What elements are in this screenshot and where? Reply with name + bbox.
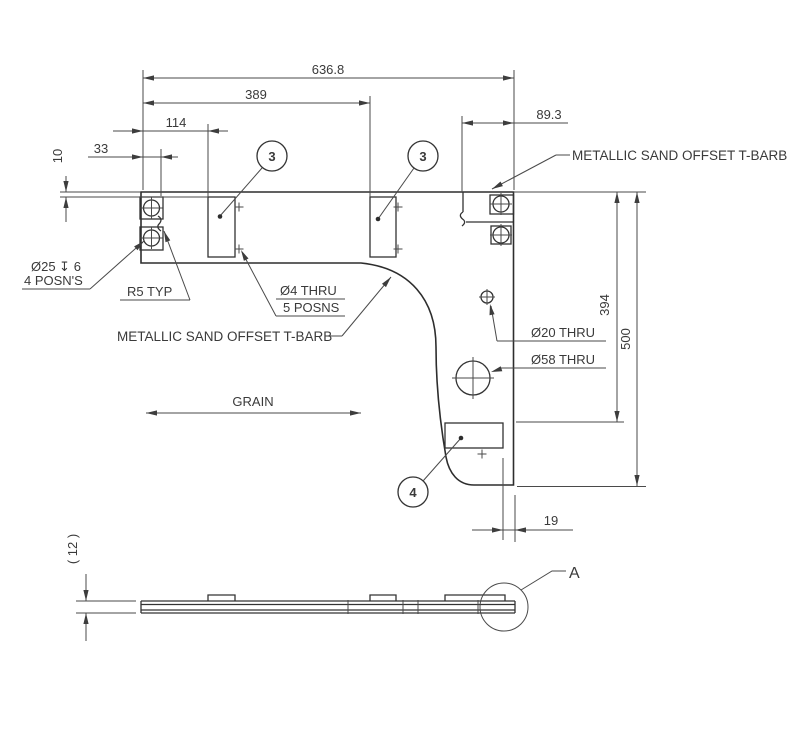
dim-text-12: ( 12 ) [65, 534, 80, 564]
pad-item3-left [207, 196, 236, 258]
main-view: 636.8 389 114 33 [22, 62, 787, 542]
balloon-4-number: 4 [409, 485, 417, 500]
plate-edge-profile [140, 594, 516, 614]
dim-text-89-3: 89.3 [536, 107, 561, 122]
dim-pad-height: 394 [516, 192, 624, 423]
detail-a-circle [479, 582, 529, 632]
tbarb-left-label: METALLIC SAND OFFSET T-BARB [117, 329, 332, 344]
callout-tbarb-left: METALLIC SAND OFFSET T-BARB [117, 276, 392, 344]
callout-tbarb-right: METALLIC SAND OFFSET T-BARB [491, 148, 787, 190]
grain-direction-arrow: GRAIN [146, 394, 361, 416]
dim-text-394: 394 [597, 294, 612, 316]
pad-bump-right [444, 594, 506, 601]
pad-item4-bottom [444, 422, 504, 449]
balloon-item3-left: 3 [217, 140, 288, 219]
hole-58-text: Ø58 THRU [531, 352, 595, 367]
balloon-item4: 4 [397, 435, 464, 508]
dim-bottom-pad-offset: 19 [472, 458, 573, 542]
dim-text-389: 389 [245, 87, 267, 102]
dim-right-flange-width: 89.3 [461, 107, 568, 192]
pad-item3-right [369, 196, 397, 258]
dim-text-10: 10 [50, 149, 65, 163]
balloon-3-right-number: 3 [419, 149, 426, 164]
dim-barb-vertical-offset: 10 [50, 149, 208, 222]
dim-thickness: ( 12 ) [65, 534, 136, 641]
part-outline [140, 191, 515, 486]
counterbore-positions-text: 4 POSN'S [24, 273, 83, 288]
pad-bump-left [207, 594, 236, 601]
dim-overall-height: 500 [513, 191, 646, 487]
pad-bump-middle [369, 594, 397, 601]
dim-text-19: 19 [544, 513, 558, 528]
corner-radius-text: R5 TYP [127, 284, 172, 299]
callout-hole-58: Ø58 THRU [491, 352, 606, 372]
side-view: ( 12 ) A [65, 534, 580, 641]
hole-center-marks [234, 202, 487, 459]
tbarb-right-label: METALLIC SAND OFFSET T-BARB [572, 148, 787, 163]
detail-a-label: A [569, 565, 580, 582]
hole-20-text: Ø20 THRU [531, 325, 595, 340]
balloon-item3-right: 3 [375, 140, 439, 222]
dim-barb-offset: 33 [88, 141, 178, 196]
grain-label: GRAIN [232, 394, 273, 409]
dim-upper-width: 389 [143, 87, 371, 197]
dim-text-33: 33 [94, 141, 108, 156]
callout-hole-20: Ø20 THRU [489, 304, 606, 342]
dim-text-500: 500 [618, 328, 633, 350]
callout-small-holes: Ø4 THRU 5 POSNS [241, 250, 345, 317]
callout-counterbore: Ø25 ↧ 6 4 POSN'S [22, 240, 145, 290]
dim-overall-width: 636.8 [142, 62, 515, 190]
balloon-3-left-number: 3 [268, 149, 275, 164]
hole-58 [452, 357, 494, 399]
callout-corner-radius: R5 TYP [120, 230, 191, 301]
dim-text-114: 114 [166, 115, 187, 130]
dim-pad-offset: 114 [113, 115, 228, 197]
tbarb-notch-right [459, 192, 515, 246]
hole-spec-text: Ø4 THRU [280, 283, 337, 298]
counterbore-spec-text: Ø25 ↧ 6 [31, 259, 81, 274]
detail-a-callout: A [479, 565, 580, 632]
dim-text-636-8: 636.8 [312, 62, 345, 77]
hole-20 [479, 289, 495, 305]
hole-positions-text: 5 POSNS [283, 300, 340, 315]
